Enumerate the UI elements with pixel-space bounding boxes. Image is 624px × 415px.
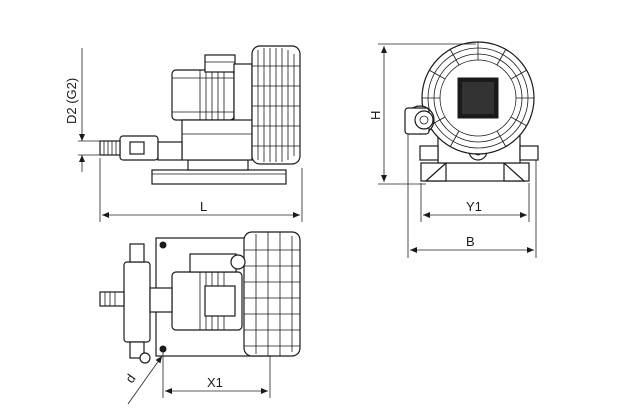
pipe-nipple: [99, 140, 121, 156]
base-plate: [151, 169, 287, 185]
dimension-x1: X1: [162, 352, 271, 398]
top-view: [99, 231, 301, 364]
dimension-l: L: [99, 158, 303, 222]
top-housing-ribs: [244, 232, 300, 356]
side-view: [99, 45, 301, 185]
dimension-b: B: [407, 134, 537, 258]
dimension-d: d: [122, 355, 163, 405]
dimension-h: H: [368, 43, 476, 185]
top-blower-housing: [243, 231, 301, 357]
terminal-box: [204, 54, 236, 73]
housing-ribs-side: [252, 48, 300, 162]
dimension-d2: D2 (G2): [64, 48, 100, 172]
dimension-y1: Y1: [420, 183, 530, 222]
label-h: H: [368, 111, 383, 120]
motor-fins: [199, 70, 225, 120]
label-l: L: [200, 199, 207, 214]
housing-ribs-front: [422, 42, 534, 149]
label-y1: Y1: [466, 199, 482, 214]
motor-body: [171, 69, 235, 121]
top-nipple: [99, 291, 125, 307]
label-d: d: [122, 371, 138, 386]
label-d2: D2 (G2): [64, 78, 79, 124]
top-muffler: [123, 261, 151, 343]
label-x1: X1: [207, 375, 223, 390]
front-view: [404, 41, 539, 182]
label-b: B: [466, 234, 475, 249]
